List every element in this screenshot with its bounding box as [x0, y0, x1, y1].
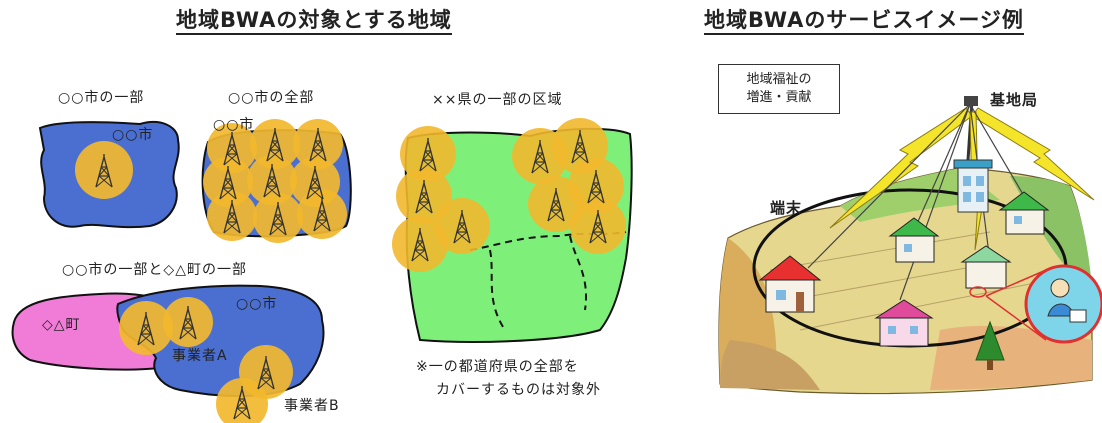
welfare-box: 地域福祉の 増進・貢献: [718, 64, 840, 114]
right-title: 地域BWAのサービスイメージ例: [704, 8, 1024, 35]
welfare-box-line2: 増進・貢献: [746, 90, 812, 105]
city-b-coverage: [201, 119, 352, 243]
operator-b-label: 事業者B: [284, 398, 340, 414]
terminal-label: 端末: [770, 199, 803, 217]
operator-a-label: 事業者A: [172, 348, 228, 364]
area-d-heading: ××県の一部の区域: [432, 92, 563, 108]
coverage-circle: [216, 378, 268, 423]
area-b-city-label: ○○市: [213, 117, 255, 133]
area-c-heading: ○○市の一部と◇△町の一部: [62, 262, 247, 278]
area-d-note-line1: ※一の都道府県の全部を: [416, 359, 579, 375]
left-title: 地域BWAの対象とする地域: [176, 8, 452, 35]
area-d-note-line2: カバーするものは対象外: [436, 382, 601, 398]
area-a-heading: ○○市の一部: [58, 90, 145, 106]
area-c-town-label: ◇△町: [42, 317, 81, 333]
service-illustration: [718, 96, 1102, 395]
area-c-city-label: ○○市: [236, 296, 278, 312]
welfare-box-line1: 地域福祉の: [746, 72, 812, 87]
area-b-heading: ○○市の全部: [228, 90, 315, 106]
base-station-label: 基地局: [990, 91, 1039, 109]
area-a-city-label: ○○市: [112, 127, 154, 143]
prefecture-d-coverage: [392, 118, 626, 272]
